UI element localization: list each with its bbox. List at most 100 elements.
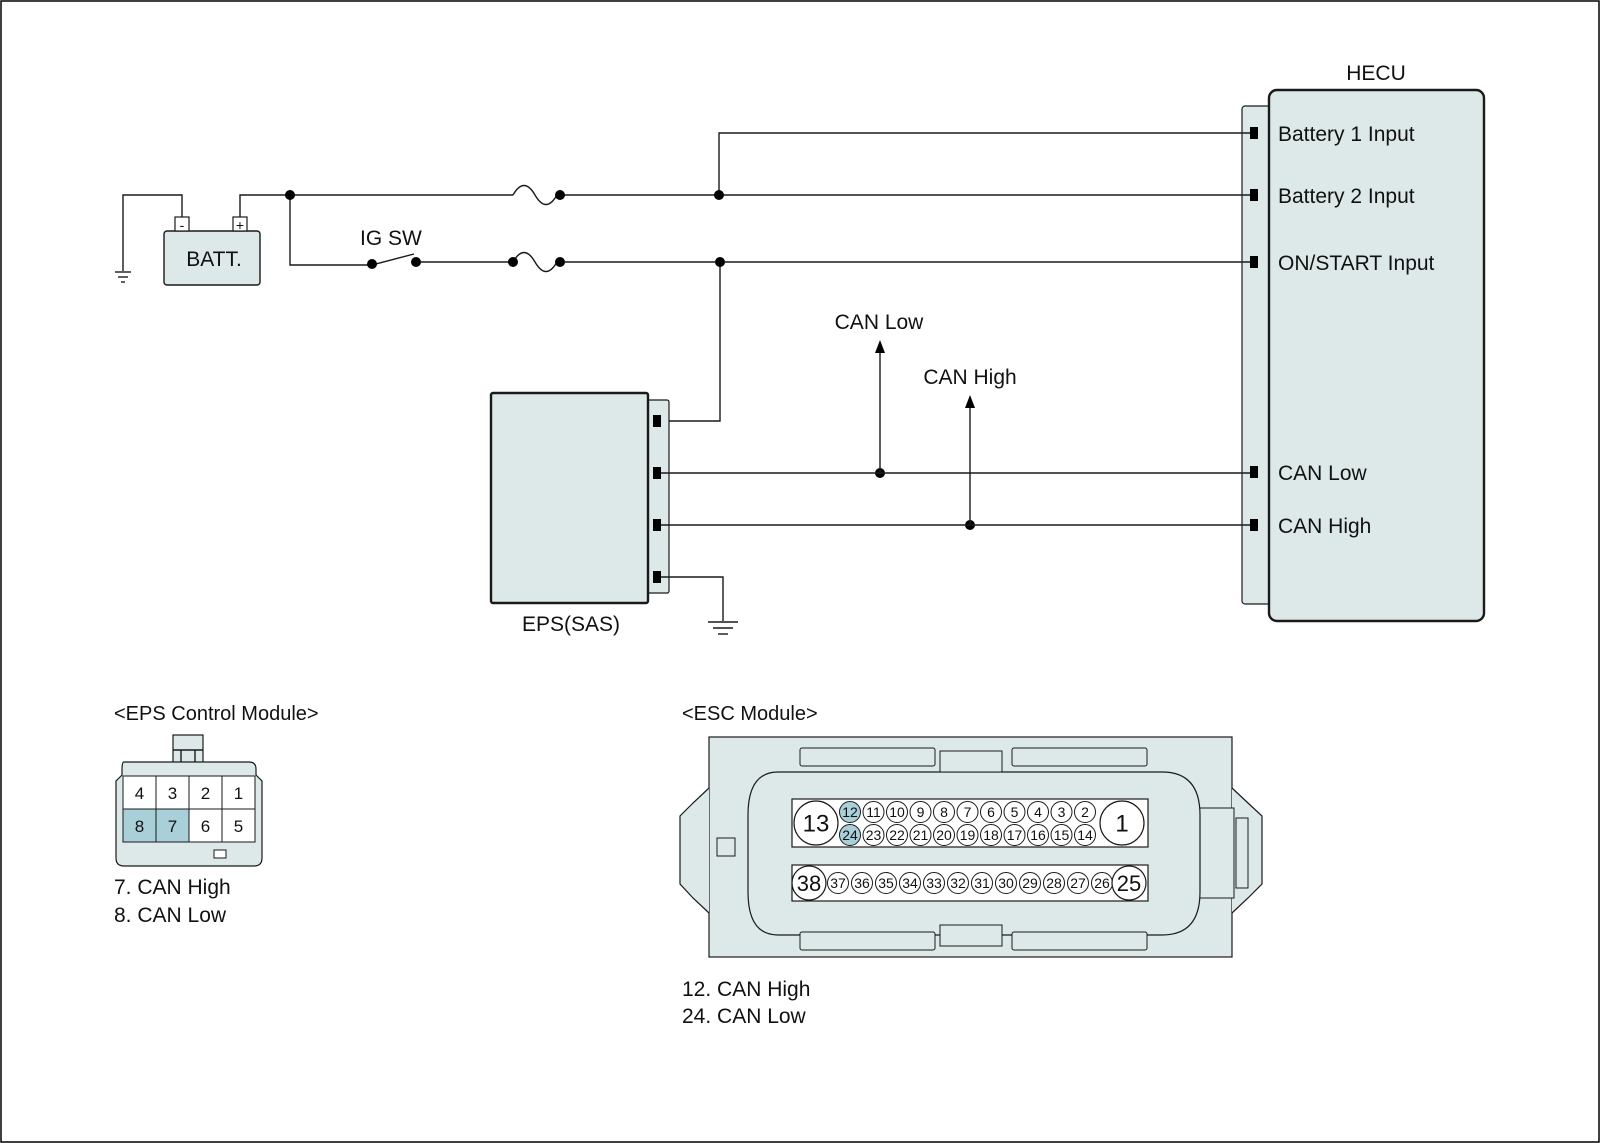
eps-pin-number: 5 [234, 817, 243, 836]
hecu-module: HECU Battery 1 Input Battery 2 Input ON/… [1241, 62, 1486, 623]
esc-pin-number: 2 [1081, 804, 1089, 820]
esc-pin [1074, 801, 1096, 823]
eps-module: EPS(SAS) [489, 391, 670, 636]
esc-pin [839, 824, 861, 846]
esc-pin-number: 16 [1030, 827, 1046, 843]
esc-pin-number: 33 [926, 875, 942, 891]
hecu-pin-label-can-low: CAN Low [1278, 462, 1368, 485]
esc-pin [862, 824, 885, 846]
battery-ground-icon [115, 194, 183, 283]
esc-connector-title: <ESC Module> [682, 703, 818, 725]
esc-large-pin [1099, 800, 1145, 846]
can-wires [661, 340, 1250, 526]
eps-pin-number: 4 [135, 784, 144, 803]
battery: - + BATT. [163, 216, 261, 286]
esc-pin-number: 9 [917, 804, 925, 820]
esc-pin [1043, 872, 1065, 894]
eps-connector-key [213, 849, 227, 859]
esc-pin [909, 824, 932, 846]
eps-ground-icon [661, 576, 738, 635]
hecu-pin-label-battery2: Battery 2 Input [1278, 185, 1415, 208]
esc-pin [862, 801, 885, 823]
esc-pin [886, 824, 908, 846]
eps-pin-number: 3 [168, 784, 177, 803]
esc-pin [956, 801, 979, 823]
eps-pin-number: 1 [234, 784, 243, 803]
esc-pin-number: 27 [1070, 875, 1086, 891]
esc-pin-number: 24 [842, 827, 858, 843]
esc-pin-number: 17 [1007, 827, 1023, 843]
hecu-pin-3 [1250, 256, 1258, 268]
esc-pin [971, 872, 993, 894]
eps-connector-note-2: 8. CAN Low [114, 904, 227, 927]
esc-pin-number: 6 [987, 804, 995, 820]
hecu-title: HECU [1346, 62, 1406, 85]
esc-pin-number: 3 [1058, 804, 1066, 820]
esc-pin-number: 15 [1054, 827, 1070, 843]
esc-connector-note-2: 24. CAN Low [682, 1005, 807, 1028]
eps-connector-note-1: 7. CAN High [114, 876, 231, 899]
eps-connector-title: <EPS Control Module> [114, 703, 319, 725]
fuse-1-icon [512, 184, 558, 206]
esc-pin-number: 14 [1077, 827, 1093, 843]
esc-pin-number: 8 [940, 804, 948, 820]
battery-neg-sign: - [180, 217, 185, 233]
esc-pin [909, 801, 932, 823]
esc-connector-left-latch [679, 787, 710, 914]
hecu-pin-label-can-high: CAN High [1278, 515, 1371, 538]
arrow-up-icon [965, 395, 975, 408]
esc-pin [1003, 824, 1026, 846]
esc-large-pin [791, 865, 827, 901]
ig-switch-label: IG SW [360, 227, 422, 250]
esc-pin-number: 36 [854, 875, 870, 891]
esc-pin [956, 824, 979, 846]
eps-pin-cell [221, 808, 256, 843]
esc-pin-number: 4 [1034, 804, 1042, 820]
esc-pin [1019, 872, 1041, 894]
esc-pin-number: 12 [842, 804, 858, 820]
esc-pin-number: 21 [913, 827, 929, 843]
eps-pin-1 [653, 415, 661, 427]
esc-pin-number: 18 [983, 827, 999, 843]
hecu-pin-4 [1250, 466, 1258, 478]
esc-pin [875, 872, 897, 894]
eps-pin-number: 8 [135, 817, 144, 836]
eps-pin-number: 6 [201, 817, 210, 836]
esc-pin [1050, 801, 1073, 823]
eps-pin-4 [653, 571, 661, 583]
hecu-pin-1 [1250, 127, 1258, 139]
esc-large-pin-number: 38 [797, 871, 821, 896]
esc-large-pin-number: 1 [1115, 811, 1128, 838]
esc-pin [1027, 801, 1049, 823]
hecu-body [1267, 88, 1486, 623]
esc-pin [1050, 824, 1073, 846]
eps-pin-cell [188, 808, 223, 843]
esc-pin-number: 11 [866, 804, 881, 820]
esc-pin [980, 801, 1002, 823]
power-wires [239, 132, 1250, 422]
esc-pin [933, 824, 955, 846]
esc-pin [1067, 872, 1089, 894]
can-low-branch-label: CAN Low [835, 311, 925, 334]
esc-pin-number: 20 [936, 827, 952, 843]
esc-pin [851, 872, 873, 894]
esc-pin-number: 7 [964, 804, 972, 820]
eps-pin-2 [653, 467, 661, 479]
esc-pin-number: 23 [866, 827, 882, 843]
esc-large-pin-number: 25 [1117, 871, 1141, 896]
esc-pin-number: 35 [878, 875, 894, 891]
can-high-branch-label: CAN High [923, 366, 1016, 389]
esc-pin [923, 872, 945, 894]
hecu-pin-label-on-start: ON/START Input [1278, 252, 1435, 275]
esc-large-pin-number: 13 [803, 811, 830, 838]
eps-body [489, 391, 650, 605]
esc-pin-number: 5 [1011, 804, 1019, 820]
esc-pin [1027, 824, 1049, 846]
eps-pin-number: 2 [201, 784, 210, 803]
esc-large-pin [793, 800, 839, 846]
esc-large-pin [1111, 865, 1147, 901]
esc-pin-number: 37 [830, 875, 846, 891]
